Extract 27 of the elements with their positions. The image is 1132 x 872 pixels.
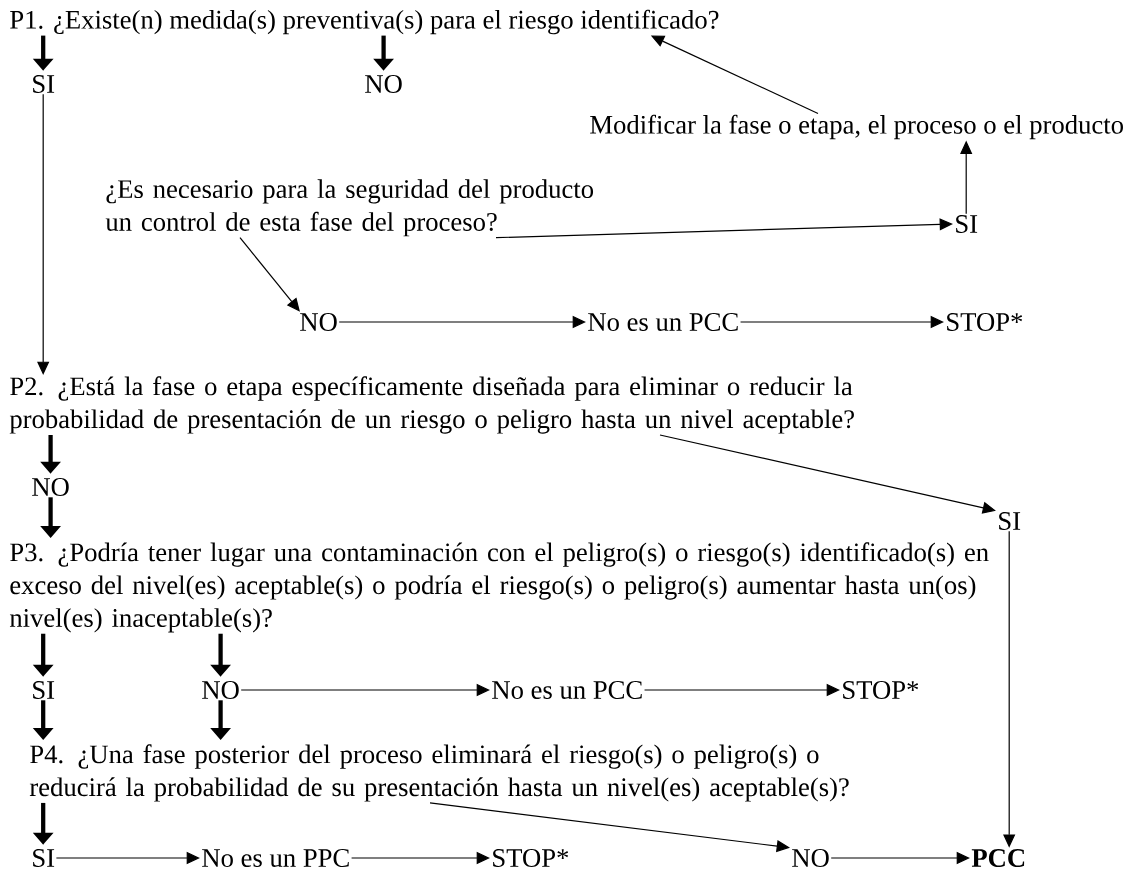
arrow	[495, 218, 953, 239]
answer-text: SI	[33, 849, 55, 867]
answer-text: STOP*	[493, 849, 569, 867]
answer-text: SI	[999, 512, 1021, 530]
arrow	[659, 434, 996, 514]
arrow	[37, 93, 50, 375]
answer-text: No es un PCC	[492, 681, 642, 699]
question-text: P4. ¿Una fase posterior del proceso eliminará el riesgo(s) o peligro(s) o reducirá la probabilidad de su presentación hasta un nivel(es) aceptable(s)?	[29, 744, 849, 802]
answer-text: NO	[32, 478, 69, 496]
arrow	[239, 237, 300, 312]
question-text: ¿Es necesario para la seguridad del producto un control de esta fase del proceso?	[105, 179, 594, 237]
question-text: P3. ¿Podría tener lugar una contaminación con el peligro(s) o riesgo(s) identificado(s) en exceso del nivel(es) aceptable(s) o podría el riesgo(s) o peligro(s) aumentar hasta un(os) nivel(es) inaceptable(s)?	[9, 542, 989, 633]
answer-text: SI	[33, 75, 55, 93]
answer-text: No es un PCC	[588, 313, 738, 331]
answer-text: P1. ¿Existe(n) medida(s) preventiva(s) para el riesgo identificado?	[10, 9, 719, 35]
answer-text: NO	[300, 313, 337, 331]
answer-text: NO	[365, 75, 402, 93]
answer-text: NO	[202, 681, 239, 699]
answer-text: SI	[33, 681, 55, 699]
answer-text: No es un PPC	[202, 849, 349, 867]
answer-text: STOP*	[947, 313, 1023, 331]
answer-text: NO	[792, 849, 829, 867]
question-text: P2. ¿Está la fase o etapa específicamente diseñada para eliminar o reducir la probabilidad de presentación de un riesgo o peligro hasta un nivel aceptable?	[9, 376, 854, 434]
answer-text: STOP*	[843, 681, 919, 699]
answer-text: Modificar la fase o etapa, el proceso o el producto	[590, 114, 1123, 140]
answer-text: PCC	[971, 849, 1025, 867]
answer-text: SI	[956, 215, 978, 233]
